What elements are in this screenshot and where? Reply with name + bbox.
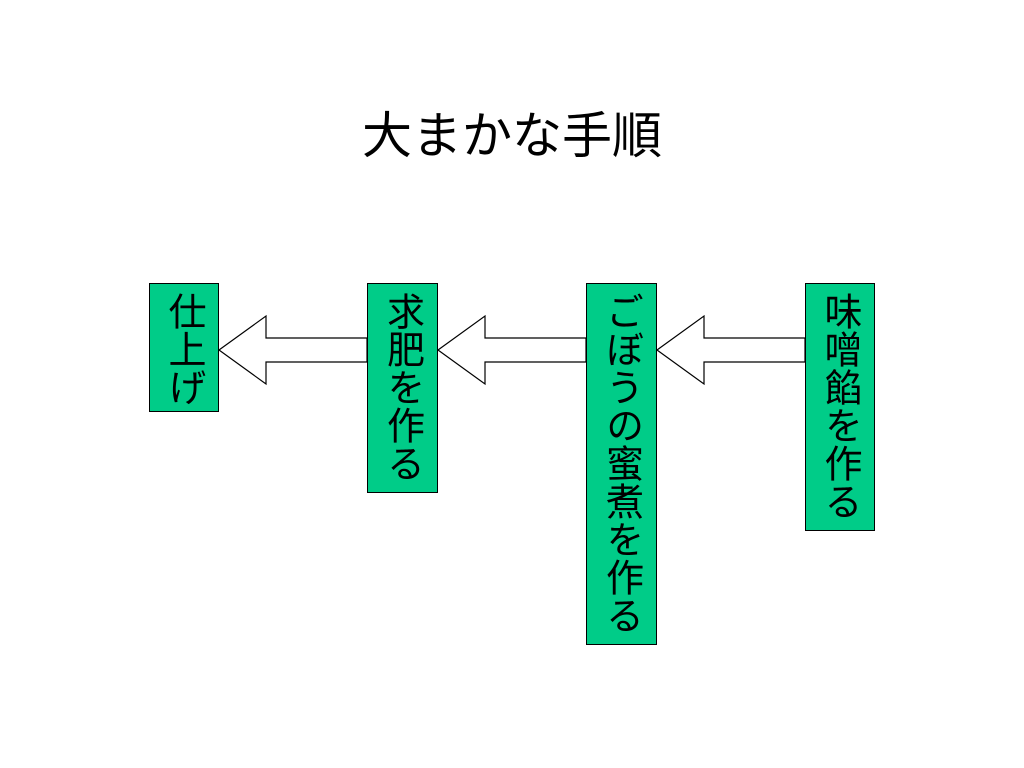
step-box-gobo: ごぼうの蜜煮を作る — [586, 283, 657, 645]
left-arrow-icon — [217, 314, 368, 386]
step-label-finish: 仕上げ — [162, 292, 206, 406]
left-arrow-icon — [436, 314, 587, 386]
step-label-misoan: 味噌餡を作る — [818, 292, 862, 520]
left-arrow-icon — [655, 314, 806, 386]
step-box-kyuhi: 求肥を作る — [367, 283, 438, 493]
step-box-misoan: 味噌餡を作る — [805, 283, 875, 531]
step-label-gobo: ごぼうの蜜煮を作る — [599, 292, 644, 634]
step-box-finish: 仕上げ — [149, 283, 219, 412]
step-label-kyuhi: 求肥を作る — [380, 292, 425, 482]
page-title: 大まかな手順 — [362, 107, 662, 165]
